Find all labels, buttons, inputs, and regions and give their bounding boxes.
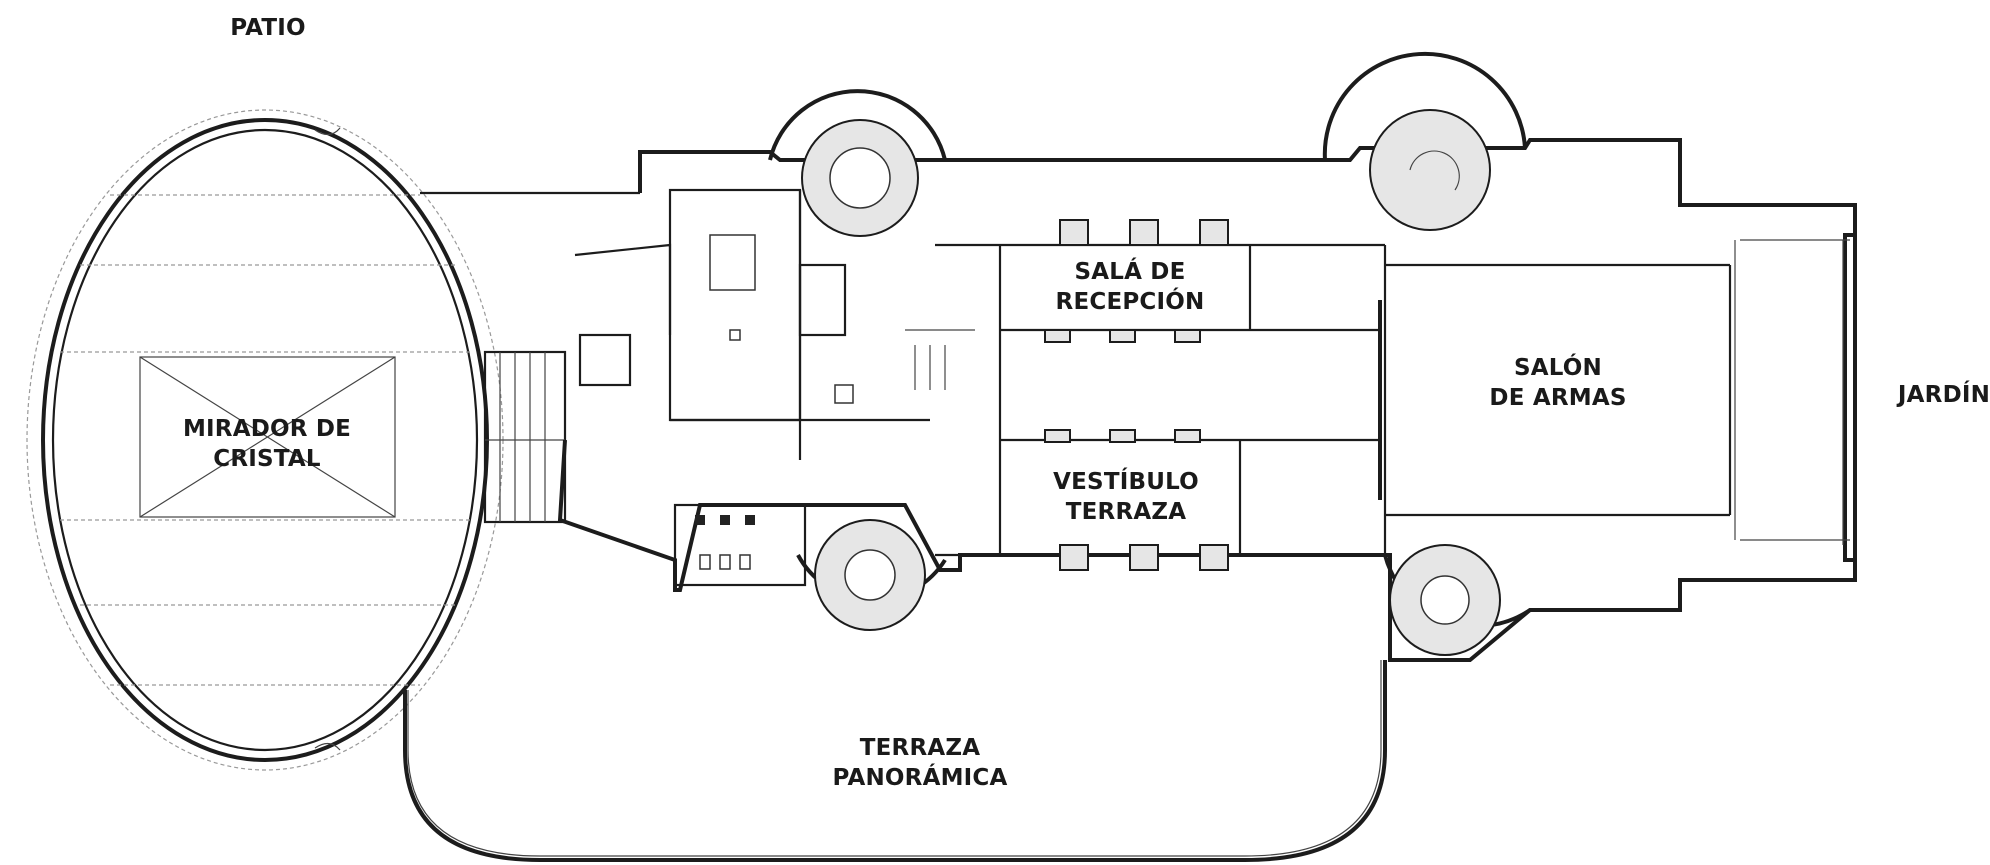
label-patio: PATIO — [230, 13, 306, 43]
terrace-outline — [403, 660, 1387, 862]
label-terraza-panoramica: TERRAZA PANORÁMICA — [833, 733, 1008, 793]
label-terraza-line1: TERRAZA — [859, 735, 981, 761]
label-mirador-line1: MIRADOR DE — [182, 416, 352, 442]
label-vestibulo-terraza: VESTÍBULO TERRAZA — [1053, 467, 1199, 527]
towers — [768, 51, 1532, 656]
label-mirador-cristal: MIRADOR DE CRISTAL — [183, 414, 351, 474]
label-sala-line1: SALÁ DE — [1074, 259, 1186, 285]
label-vestibulo-line2: TERRAZA — [1065, 499, 1187, 525]
label-salon-line2: DE ARMAS — [1489, 385, 1627, 411]
label-jardin: JARDÍN — [1898, 380, 1990, 410]
label-mirador-line2: CRISTAL — [213, 446, 321, 472]
label-sala-line2: RECEPCIÓN — [1055, 289, 1205, 315]
bridge — [420, 191, 640, 524]
label-salon-armas: SALÓN DE ARMAS — [1489, 353, 1626, 413]
label-salon-line1: SALÓN — [1513, 355, 1602, 381]
label-sala-recepcion: SALÁ DE RECEPCIÓN — [1056, 257, 1205, 317]
label-patio-text: PATIO — [230, 15, 306, 41]
label-jardin-text: JARDÍN — [1897, 382, 1990, 408]
label-terraza-line2: PANORÁMICA — [832, 765, 1008, 791]
label-vestibulo-line1: VESTÍBULO — [1053, 469, 1199, 495]
garden-outline — [1680, 203, 1857, 580]
main-building — [557, 138, 1857, 662]
